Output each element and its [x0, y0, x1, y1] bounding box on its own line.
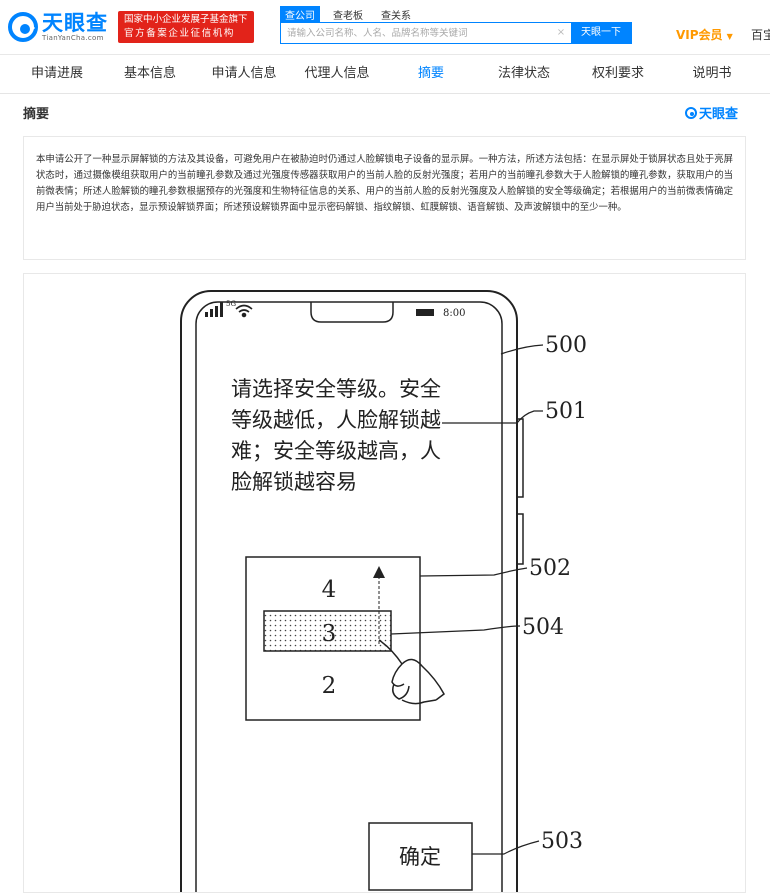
tab-search-relation[interactable]: 查关系 [381, 11, 411, 22]
arrow-up-icon [373, 566, 385, 578]
network-type-label: 5G [226, 300, 236, 308]
battery-icon [416, 309, 434, 316]
tab-abstract[interactable]: 摘要 [417, 66, 445, 81]
phone-screen-frame [195, 301, 503, 892]
tab-search-company[interactable]: 查公司 [280, 6, 320, 23]
prompt-line-1: 请选择安全等级。安全 [231, 377, 441, 401]
leader-line-502 [419, 567, 528, 577]
prompt-line-4: 脸解锁越容易 [231, 470, 357, 494]
finger-icon [378, 639, 445, 705]
top-header: 天眼查 TianYanCha.com 国家中小企业发展子基金旗下 官方备案企业征… [0, 0, 770, 55]
vip-label: VIP会员 [676, 28, 723, 42]
tab-application-progress[interactable]: 申请进展 [30, 66, 84, 81]
picker-selected-strip [263, 610, 392, 652]
tab-basic-info[interactable]: 基本信息 [123, 66, 177, 81]
picker-value-selected: 3 [322, 621, 337, 647]
ref-label-504: 504 [522, 615, 564, 640]
phone-notch [310, 302, 394, 323]
ref-label-500: 500 [545, 333, 587, 358]
phone-side-button-bottom [516, 513, 524, 565]
patent-nav-tabs: 申请进展 基本信息 申请人信息 代理人信息 摘要 法律状态 权利要求 说明书 [0, 56, 770, 94]
leader-line-504 [390, 625, 521, 635]
logo-domain: TianYanCha.com [42, 33, 104, 42]
eye-logo-icon [685, 106, 697, 119]
search-type-tabs: 查公司 查老板 查关系 [280, 6, 416, 23]
section-title: 摘要 [23, 107, 50, 122]
caret-down-icon: ▼ [726, 32, 733, 41]
tab-applicant-info[interactable]: 申请人信息 [211, 66, 277, 81]
badge-line-2: 官方备案企业征信机构 [124, 28, 236, 39]
clear-icon[interactable]: × [556, 27, 566, 38]
security-level-picker [245, 556, 421, 721]
badge-line-1: 国家中小企业发展子基金旗下 [124, 14, 248, 25]
brand-watermark: 天眼查 [685, 103, 738, 122]
tianyancha-logo[interactable]: 天眼查 TianYanCha.com [8, 10, 108, 44]
leader-line-500 [500, 344, 544, 355]
abstract-text: 本申请公开了一种显示屏解锁的方法及其设备，可避免用户在被胁迫时仍通过人脸解锁电子… [23, 136, 746, 260]
eye-logo-icon [8, 12, 38, 42]
brand-name: 天眼查 [699, 107, 739, 122]
ref-label-502: 502 [529, 556, 571, 581]
tab-agent-info[interactable]: 代理人信息 [304, 66, 370, 81]
search-button[interactable]: 天眼一下 [571, 23, 631, 43]
ref-label-503: 503 [541, 829, 583, 854]
picker-value-lower: 2 [322, 673, 337, 699]
search-input[interactable] [281, 23, 551, 43]
patent-figure: 5G 8:00 请选择安全等级。安全 等级越低，人脸解锁越 难；安全等级越高，人… [23, 273, 746, 893]
official-badge: 国家中小企业发展子基金旗下 官方备案企业征信机构 [118, 11, 254, 43]
leader-line-501 [442, 410, 543, 424]
search-box: × 天眼一下 [280, 22, 632, 44]
ref-label-501: 501 [545, 399, 587, 424]
picker-value-upper: 4 [322, 577, 337, 603]
phone-outer-frame [180, 290, 518, 892]
signal-icon [205, 302, 223, 317]
vip-menu[interactable]: VIP会员▼ [676, 26, 733, 43]
tab-legal-status[interactable]: 法律状态 [497, 66, 551, 81]
tab-search-boss[interactable]: 查老板 [333, 11, 363, 22]
status-time: 8:00 [443, 308, 465, 319]
prompt-line-2: 等级越低，人脸解锁越 [231, 408, 441, 432]
prompt-line-3: 难；安全等级越高，人 [231, 439, 441, 463]
logo-text: 天眼查 [42, 10, 108, 35]
tab-claims[interactable]: 权利要求 [591, 66, 645, 81]
wifi-icon [235, 304, 253, 318]
extra-link[interactable]: 百宝 [751, 28, 770, 42]
leader-line-503 [472, 840, 540, 855]
patent-drawing: 5G 8:00 请选择安全等级。安全 等级越低，人脸解锁越 难；安全等级越高，人… [180, 290, 587, 892]
confirm-button-label: 确定 [399, 845, 441, 869]
tab-description[interactable]: 说明书 [692, 66, 732, 81]
